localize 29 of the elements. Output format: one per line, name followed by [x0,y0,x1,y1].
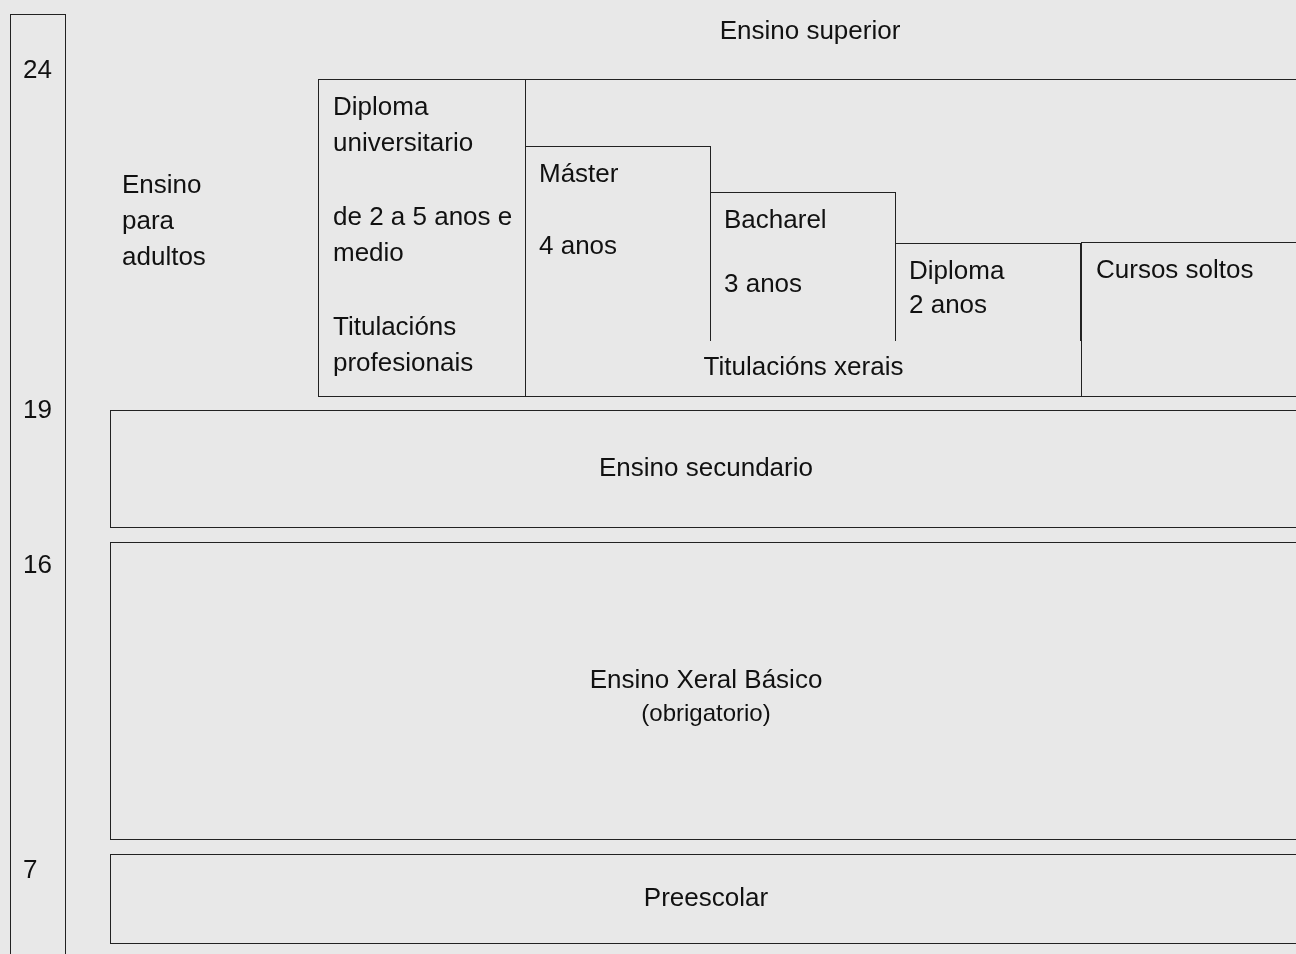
duration-text: 4 anos [539,229,619,262]
education-block [110,410,1296,528]
block-title: Diploma [909,254,1006,287]
block-title: Cursos soltos [1096,253,1255,286]
step-block [525,146,711,341]
step-block [710,192,896,341]
duration-text: 2 anos [909,288,989,321]
block-title: Ensino secundario [598,451,814,484]
age-label: 24 [23,53,53,86]
education-block [1081,242,1296,397]
block-title: Bacharel [724,203,828,236]
age-label: 7 [23,853,39,886]
section-heading: Ensino superior [718,14,902,47]
age-scale-bar [10,14,66,954]
age-label: 16 [23,548,53,581]
block-title: Preescolar [642,881,770,914]
duration-text: 3 anos [724,267,804,300]
education-block [110,542,1296,840]
step-block [895,243,1081,341]
education-block [110,854,1296,944]
duration-text: de 2 a 5 anos e medio [333,200,514,269]
age-label: 19 [23,393,53,426]
block-note: (obrigatorio) [640,698,772,728]
block-note: Titulacións profesionais [333,310,475,379]
section-heading: Ensino para adultos [122,168,207,273]
block-title: Máster [539,157,620,190]
block-title: Titulacións xerais [702,350,905,383]
block-title: Diploma universitario [333,90,475,159]
block-title: Ensino Xeral Básico [588,663,824,696]
